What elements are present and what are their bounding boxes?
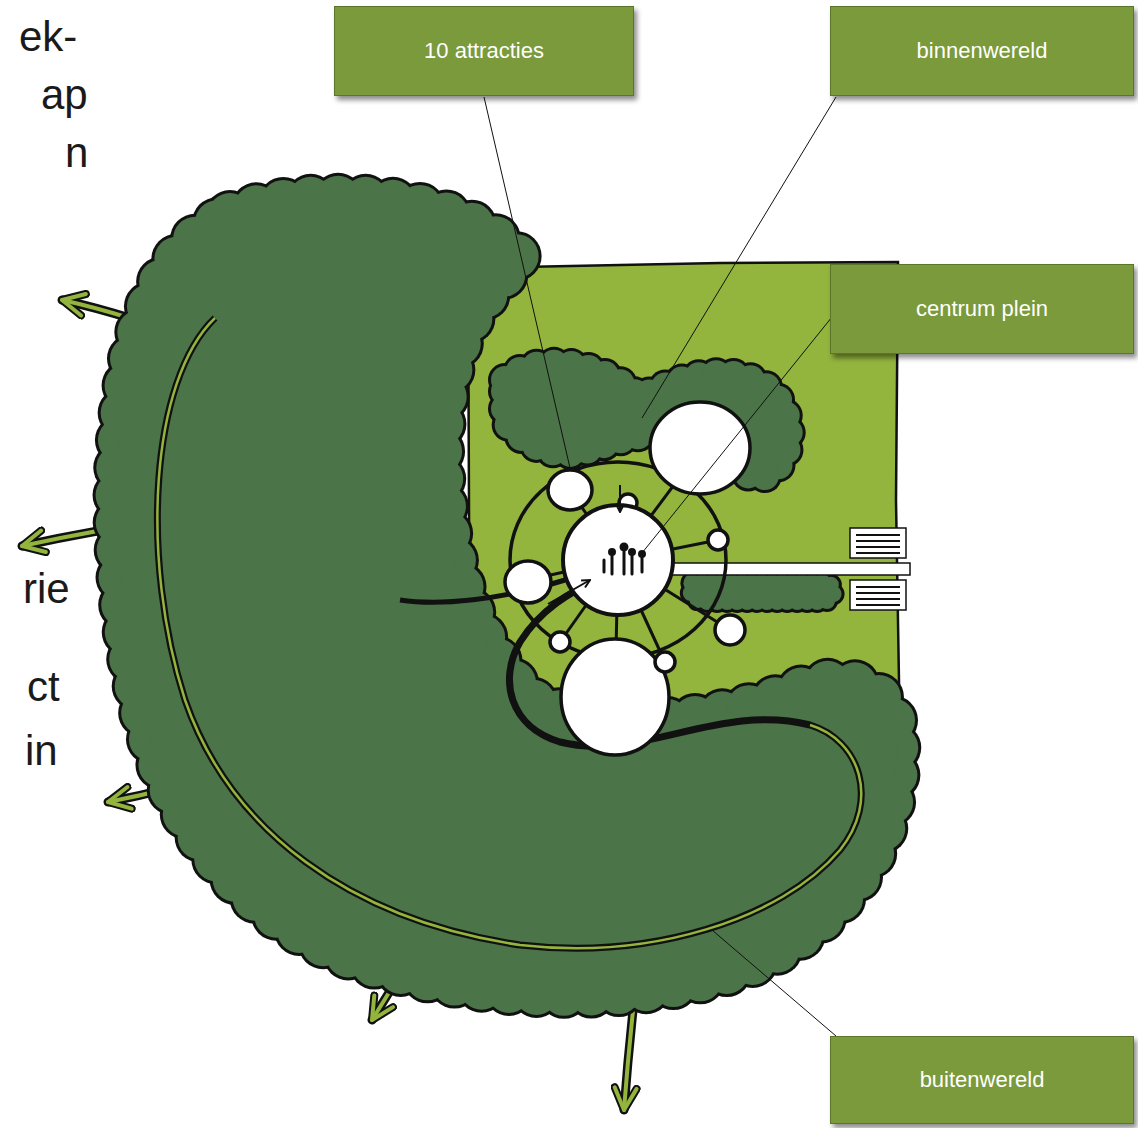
attractions: [505, 402, 750, 755]
leader-lines: [484, 97, 836, 1036]
callout-box: binnenwereld: [830, 6, 1134, 96]
slide-text-fragment: n: [62, 130, 91, 176]
slide-text-fragment: rie: [20, 566, 73, 612]
plaza: [563, 505, 673, 615]
slide-text-fragment: ct: [24, 664, 63, 710]
callout-label: binnenwereld: [917, 38, 1048, 64]
attraction: [548, 470, 592, 510]
inner-forest: [488, 347, 806, 493]
attraction: [550, 632, 570, 652]
gate: [850, 580, 906, 610]
slide-text-fragment: ap: [38, 72, 91, 118]
entrance-road: [660, 563, 910, 575]
outer-forest-shape: [118, 198, 897, 994]
entrance-hedge-shape: [690, 582, 834, 602]
cloud-outline: [93, 173, 922, 1019]
leader-line: [642, 312, 836, 553]
central-square: [548, 485, 673, 615]
attraction: [715, 615, 745, 645]
cloud-fill: [491, 350, 803, 490]
callout-label: buitenwereld: [920, 1067, 1045, 1093]
entrance: [660, 528, 910, 610]
leader-line: [484, 97, 570, 468]
attraction: [708, 530, 728, 550]
outer-forest: [93, 173, 922, 1019]
slide-text-fragment: ek-: [16, 14, 80, 60]
callout-label: 10 attracties: [424, 38, 544, 64]
inflow-arrows: [548, 485, 620, 604]
people: [604, 544, 645, 574]
attraction: [655, 652, 675, 672]
callout-box: buitenwereld: [830, 1036, 1134, 1124]
slide-text-fragment: in: [22, 728, 61, 774]
cloud-fill: [683, 574, 842, 610]
attraction: [505, 561, 551, 603]
cloud-outline: [488, 347, 806, 493]
gate: [850, 528, 906, 558]
callout-box: centrum plein: [830, 264, 1134, 354]
leader-line: [712, 930, 836, 1036]
cloud-fill: [96, 176, 919, 1016]
callout-label: centrum plein: [916, 296, 1048, 322]
entrance-hedge: [680, 571, 845, 613]
cloud-outline: [680, 571, 845, 613]
callout-box: 10 attracties: [334, 6, 634, 96]
attraction: [561, 639, 669, 755]
leader-line: [642, 97, 836, 418]
